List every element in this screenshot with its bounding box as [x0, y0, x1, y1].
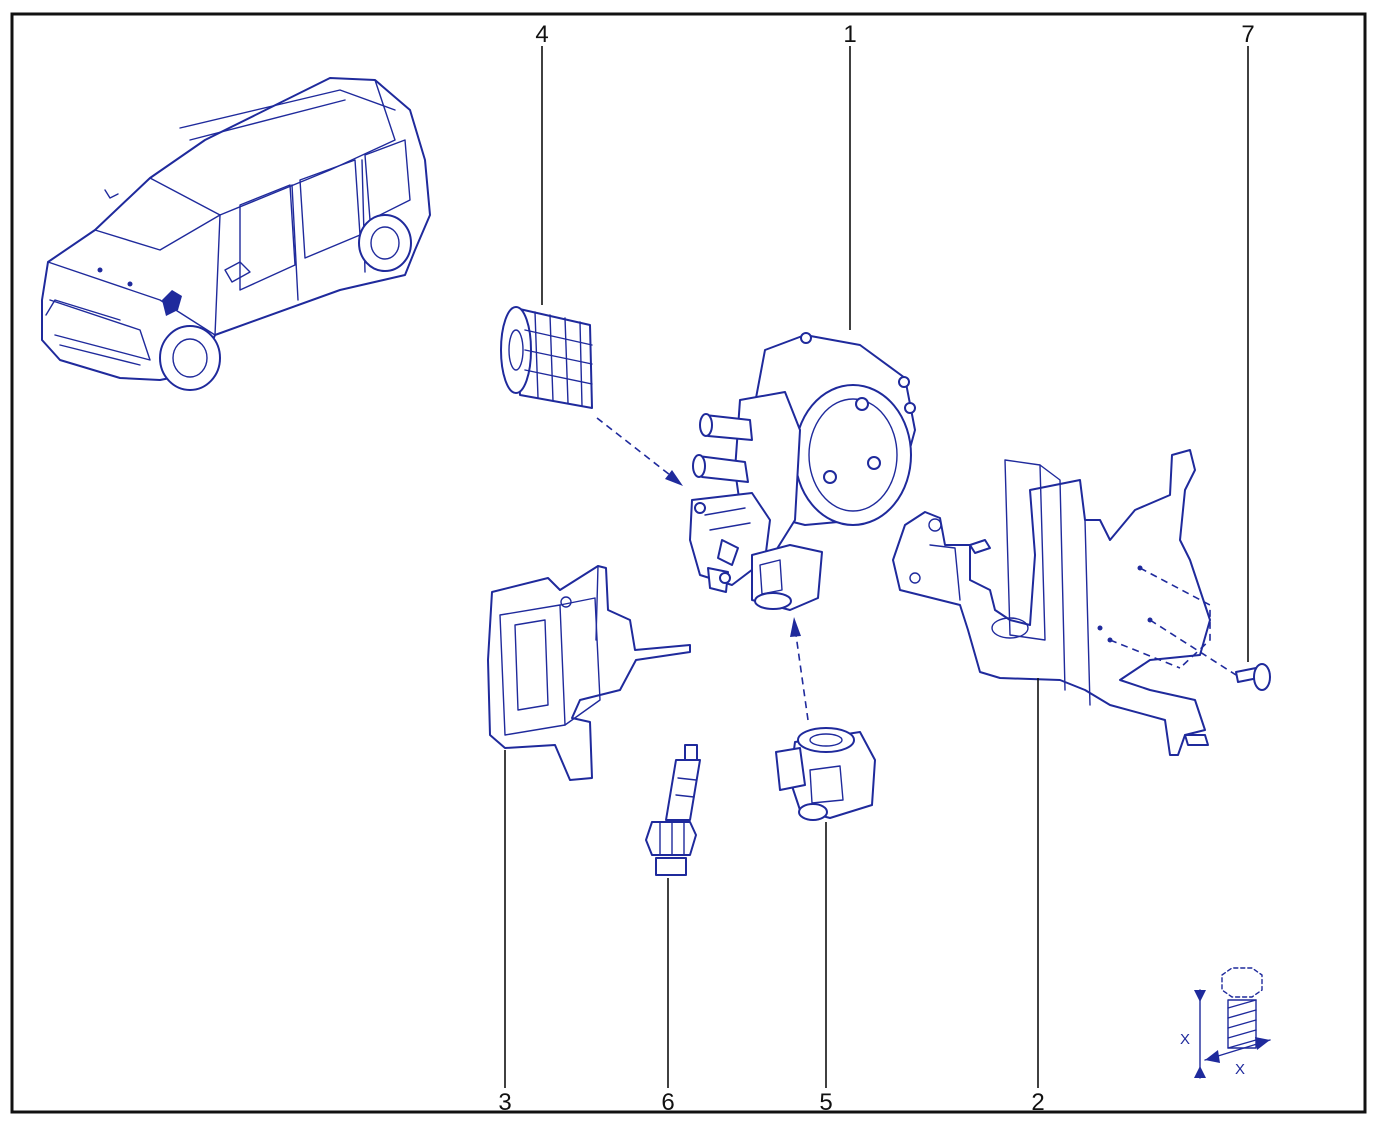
torque-height-label: X — [1180, 1031, 1190, 1048]
torque-width-label: X — [1235, 1061, 1245, 1078]
callout-1: 1 — [843, 21, 856, 48]
regulator-icon — [689, 332, 916, 611]
sensor-icon — [645, 744, 701, 876]
screw-icon — [1235, 663, 1271, 691]
callout-4: 4 — [535, 21, 548, 48]
bracket-icon — [487, 565, 691, 781]
callout-3: 3 — [498, 1089, 511, 1116]
callout-6: 6 — [661, 1089, 674, 1116]
callout-7: 7 — [1241, 21, 1254, 48]
solenoid-icon — [775, 727, 876, 821]
vehicle-illustration — [41, 77, 431, 391]
torque-bolt-icon — [1194, 967, 1271, 1079]
leader-lines — [504, 46, 1249, 1088]
filter-icon — [500, 306, 593, 409]
callout-2: 2 — [1031, 1089, 1044, 1116]
bracket-icon — [892, 449, 1211, 756]
diagram-frame — [10, 12, 1367, 1114]
callout-5: 5 — [819, 1089, 832, 1116]
assembly-lines — [596, 417, 1237, 721]
